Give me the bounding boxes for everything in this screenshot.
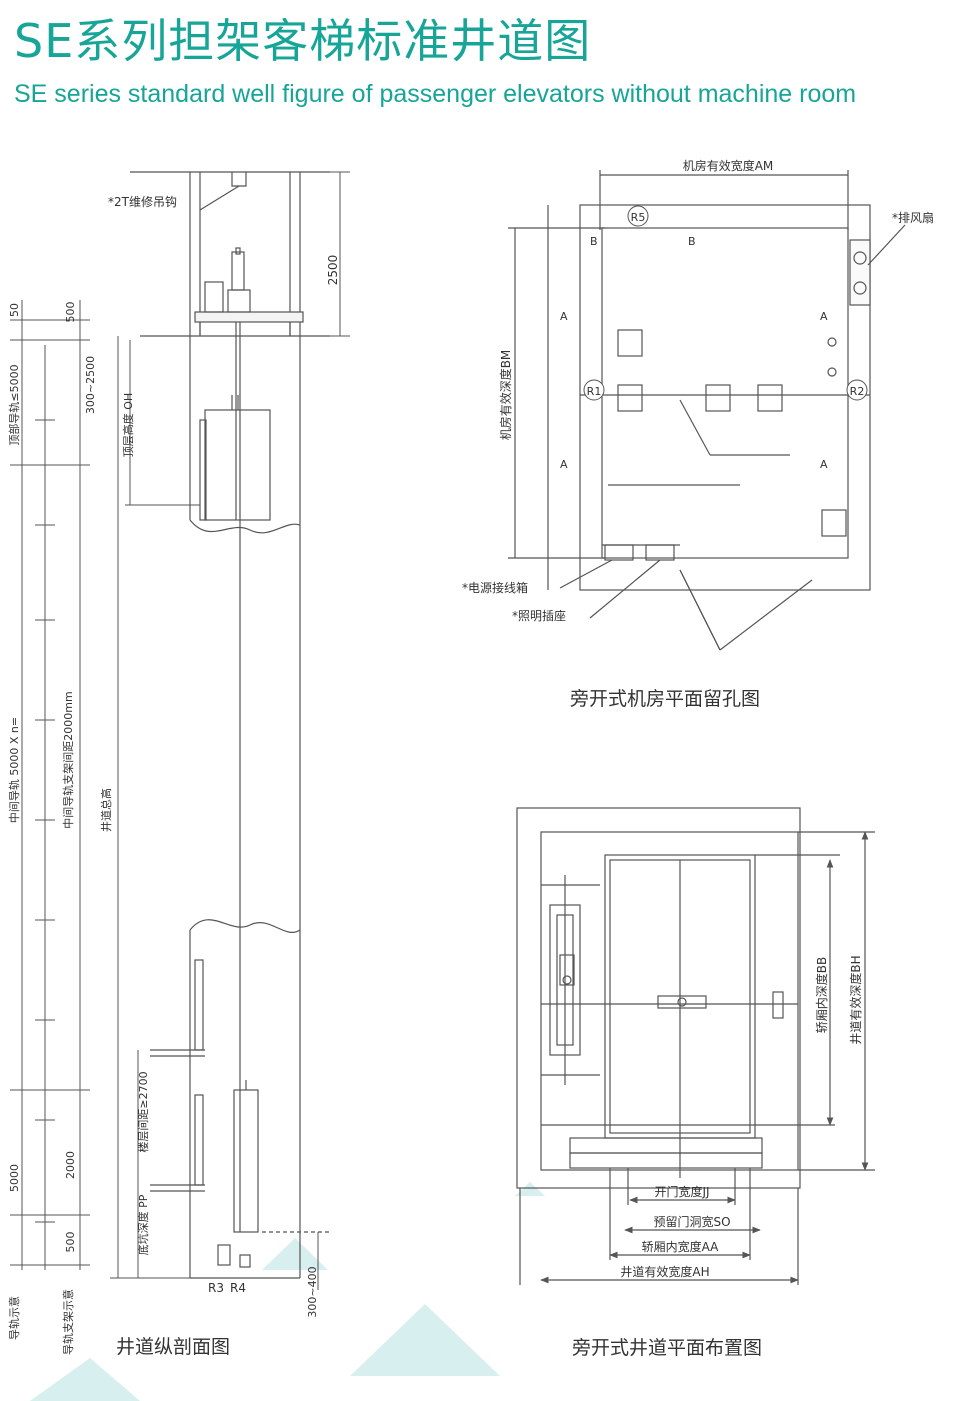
label-mid-rail: 中间导轨 5000 X n= [7,717,21,823]
label-bracket-schematic: 导轨支架示意 [61,1289,75,1355]
label-rail-schematic: 导轨示意 [7,1296,21,1340]
label-power-box: *电源接线箱 [462,580,528,595]
label-ah: 井道有效宽度AH [620,1264,709,1279]
label-fan: *排风扇 [892,210,934,225]
label-mid-bracket: 中间导轨支架间距2000mm [61,691,75,828]
dim-50: 50 [8,303,21,317]
label-floor-spacing: 楼层间距≥2700 [136,1071,150,1152]
label-a-tl: A [560,310,568,323]
label-r4: R4 [230,1281,246,1295]
hoistway-plan [516,807,875,1285]
dim-2500: 2500 [326,255,340,286]
dim-300-400: 300~400 [306,1266,319,1317]
caption-hoistway: 旁开式井道平面布置图 [572,1337,763,1359]
caption-section: 井道纵剖面图 [116,1336,231,1358]
label-aa: 轿厢内宽度AA [642,1239,720,1254]
label-lighting-socket: *照明插座 [512,608,566,623]
label-am: 机房有效宽度AM [683,158,774,173]
dim-5000: 5000 [8,1164,21,1192]
dim-2000: 2000 [64,1151,77,1179]
decor-triangles [30,1182,545,1401]
page-title: SE系列担架客梯标准井道图 [14,14,592,68]
caption-machine-room: 旁开式机房平面留孔图 [570,688,761,710]
label-b-left: B [590,235,598,248]
label-r2: R2 [850,385,865,398]
r2-marker [846,379,868,401]
dim-500-bot: 500 [64,1232,77,1253]
label-bb: 轿厢内深度BB [814,957,829,1033]
r5-marker [627,205,649,227]
label-so: 预留门洞宽SO [653,1214,730,1229]
machine-room-plan [508,170,906,651]
label-r5: R5 [631,211,646,224]
section-dimensions [10,171,350,1290]
label-pit-depth: 底坑深度 PP [136,1194,150,1255]
label-bracket-300: 300~2500 [84,356,97,414]
r1-marker [583,379,605,401]
label-a-br: A [820,458,828,471]
label-bm: 机房有效深度BM [498,350,513,441]
dim-500-top: 500 [64,302,77,323]
label-r3: R3 [208,1281,224,1295]
section-view [130,171,330,1279]
label-b-right: B [688,235,696,248]
label-jj: 开门宽度JJ [654,1184,709,1199]
label-oh: 顶层高度 OH [121,393,135,457]
label-r1: R1 [587,385,602,398]
hook-label: *2T维修吊钩 [108,194,177,209]
label-total-height: 井道总高 [99,788,113,832]
label-top-rail: 顶部导轨≤5000 [7,364,21,445]
label-a-tr: A [820,310,828,323]
label-a-bl: A [560,458,568,471]
page-subtitle: SE series standard well figure of passen… [14,80,857,108]
label-bh: 井道有效深度BH [848,955,863,1044]
